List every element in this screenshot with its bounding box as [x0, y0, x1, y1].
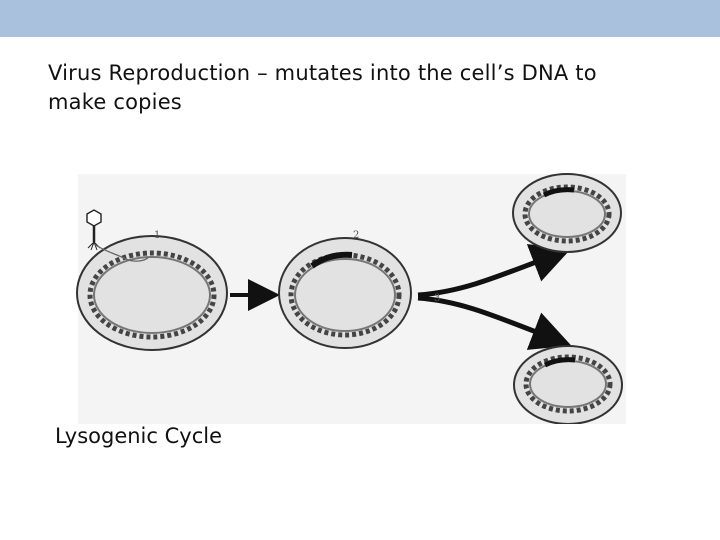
step-label-1: 1: [154, 230, 160, 241]
slide-title-line-1: Virus Reproduction – mutates into the ce…: [48, 59, 688, 88]
lysogenic-cycle-diagram: 1 2 3: [72, 162, 632, 424]
cell-3-bottom: [514, 346, 622, 424]
cell-2: [279, 238, 411, 348]
figure-caption: Lysogenic Cycle: [55, 424, 222, 448]
cell-3-top: [513, 174, 621, 252]
step-label-3: 3: [434, 293, 440, 304]
header-bar: [0, 0, 720, 37]
cell-1: [77, 236, 227, 350]
slide-title-line-2: make copies: [48, 88, 688, 117]
slide-title: Virus Reproduction – mutates into the ce…: [48, 59, 688, 117]
step-label-2: 2: [353, 230, 359, 241]
